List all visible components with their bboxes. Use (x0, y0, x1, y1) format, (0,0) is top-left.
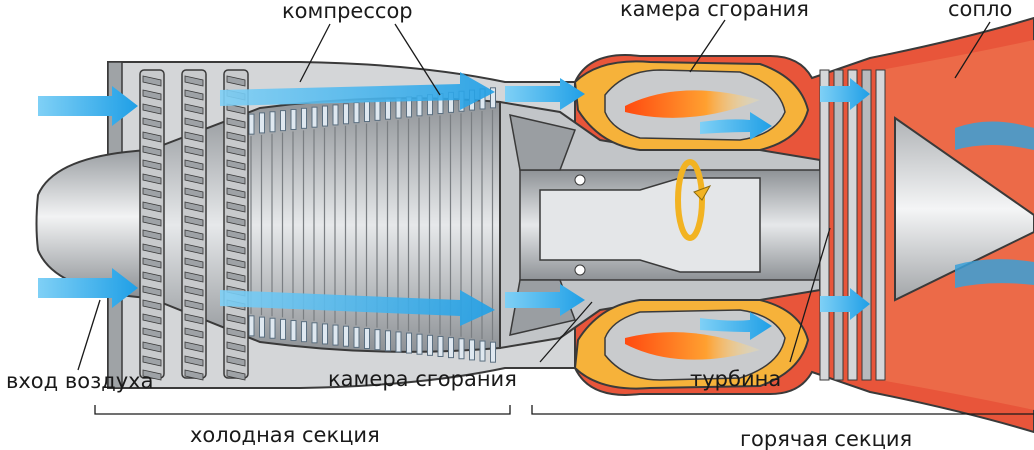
leader-lines (77, 19, 991, 371)
exhaust-cone (894, 116, 1034, 302)
arrow-right-icon (700, 312, 772, 340)
fan-stages (139, 69, 249, 381)
label-combustion-chamber-top: камера сгорания (620, 0, 809, 21)
arrow-right-icon (505, 78, 585, 110)
flame-top (625, 90, 760, 118)
section-brackets (94, 405, 1034, 415)
label-air-inlet: вход воздуха (6, 369, 153, 393)
arrow-right-icon (505, 284, 585, 316)
arrow-right-icon (220, 290, 495, 326)
inlet-spinner (35, 148, 151, 300)
airflow-arrows (38, 72, 1034, 340)
arrow-right-icon (700, 112, 772, 140)
label-compressor: компрессор (282, 0, 413, 23)
diffuser-cone-top (509, 114, 577, 171)
rotation-arrow-icon (675, 159, 712, 241)
label-combustion-chamber-bottom: камера сгорания (328, 367, 517, 391)
label-hot-section: горячая секция (740, 427, 912, 450)
label-cold-section: холодная секция (190, 423, 380, 447)
combustion-chamber-top (573, 60, 810, 151)
engine-core (499, 100, 821, 350)
arrow-right-icon (820, 288, 870, 320)
arrow-right-icon (38, 86, 138, 126)
label-nozzle: сопло (948, 0, 1012, 21)
arrow-right-icon (220, 72, 495, 110)
flame-bottom (625, 332, 760, 360)
arrow-right-icon (820, 78, 870, 110)
label-turbine: турбина (690, 367, 781, 391)
arrow-right-icon (38, 268, 138, 308)
turbine-blades (819, 69, 886, 381)
